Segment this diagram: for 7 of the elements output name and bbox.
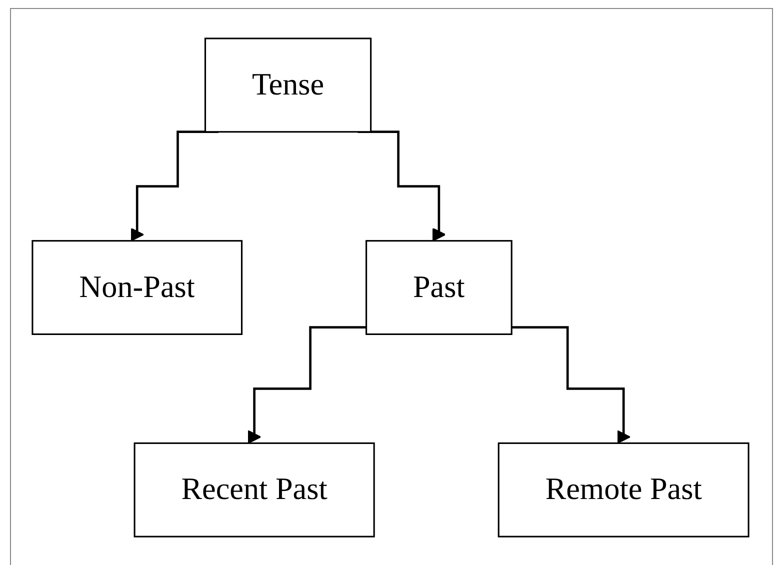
node-box: Tense xyxy=(204,38,372,133)
node-box: Remote Past xyxy=(498,442,750,538)
node-box: Non-Past xyxy=(32,240,243,335)
node-box: Recent Past xyxy=(134,442,375,538)
node-box: Past xyxy=(366,240,512,335)
arrow xyxy=(512,326,630,444)
arrow xyxy=(247,326,366,444)
